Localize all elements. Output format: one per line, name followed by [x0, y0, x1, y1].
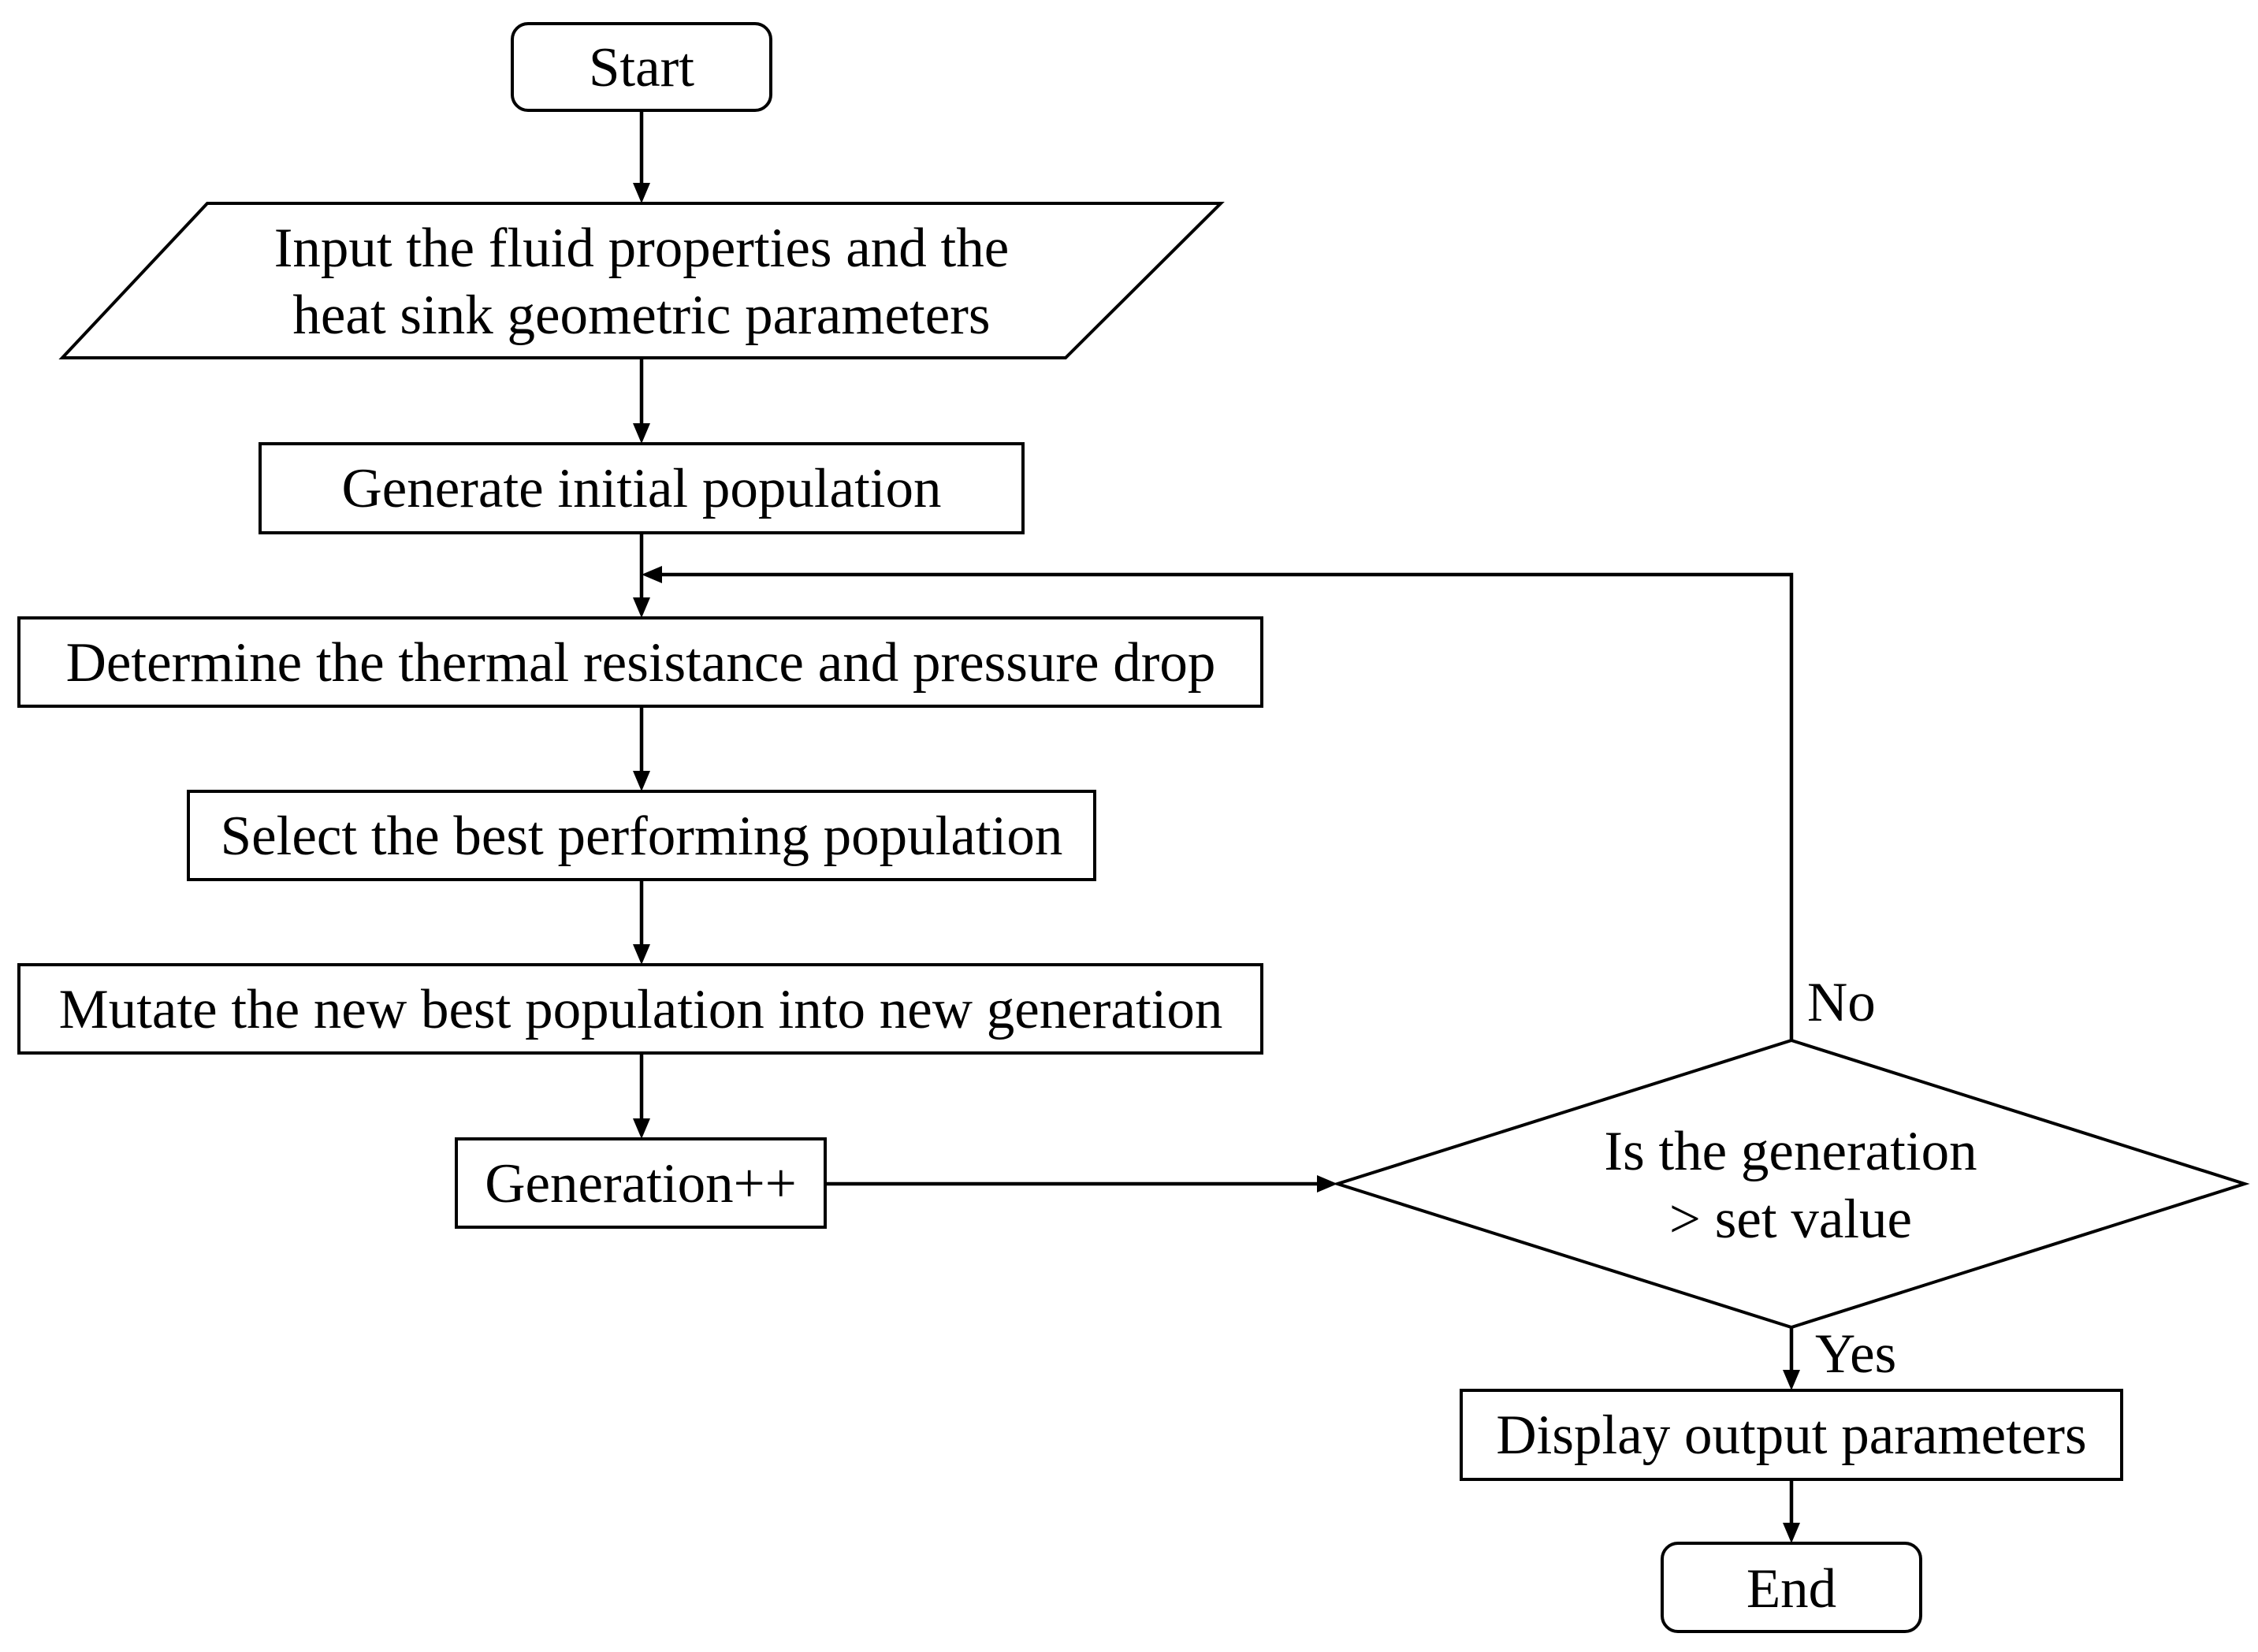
- decision-diamond-shape: [1332, 1038, 2250, 1330]
- increment-process-shape: [455, 1137, 827, 1229]
- display-process-shape: [1460, 1389, 2123, 1481]
- generate-node: Generate initial population: [259, 442, 1025, 534]
- generate-label: Generate initial population: [341, 458, 941, 519]
- input-label-line1: Input the fluid properties and the: [274, 218, 1010, 279]
- connector-select-to-mutate: [633, 880, 650, 965]
- select-process-shape: [187, 790, 1096, 881]
- arrowhead-select-to-mutate: [633, 944, 650, 965]
- connector-display-to-end: [1783, 1479, 1800, 1543]
- end-node: End: [1661, 1542, 1922, 1633]
- arrowhead-generate-to-determine: [633, 597, 650, 618]
- connector-start-to-input: [633, 110, 650, 203]
- determine-label: Determine the thermal resistance and pre…: [66, 632, 1216, 694]
- arrowhead-determine-to-select: [633, 771, 650, 791]
- connector-input-to-generate: [633, 358, 650, 444]
- mutate-node: Mutate the new best population into new …: [17, 963, 1263, 1055]
- arrowhead-display-to-end: [1783, 1523, 1800, 1543]
- decision-label-line1: Is the generation: [1604, 1121, 1977, 1182]
- decision-label-line2: > set value: [1669, 1189, 1912, 1250]
- connector-decision-no-loop: [642, 566, 1794, 1040]
- generate-process-shape: [259, 442, 1025, 534]
- arrowhead-start-to-input: [633, 183, 650, 203]
- select-label: Select the best performing population: [221, 806, 1063, 867]
- connector-decision-to-display: [1783, 1327, 1800, 1390]
- connector-generate-to-determine: [633, 533, 650, 618]
- increment-node: Generation++: [455, 1137, 827, 1229]
- connector-determine-to-select: [633, 706, 650, 791]
- end-label: End: [1747, 1558, 1836, 1620]
- select-node: Select the best performing population: [187, 790, 1096, 881]
- display-label: Display output parameters: [1496, 1405, 2086, 1466]
- input-node: Input the fluid properties and the heat …: [58, 202, 1225, 359]
- no-branch-label: No: [1807, 972, 1876, 1033]
- mutate-label: Mutate the new best population into new …: [59, 979, 1223, 1040]
- start-node: Start: [511, 22, 772, 112]
- input-label-line2: heat sink geometric parameters: [292, 285, 990, 346]
- connector-mutate-to-increment: [633, 1053, 650, 1139]
- increment-label: Generation++: [485, 1153, 797, 1215]
- yes-branch-label: Yes: [1815, 1323, 1896, 1385]
- arrowhead-no-loop: [642, 566, 662, 583]
- arrowhead-mutate-to-increment: [633, 1118, 650, 1139]
- arrowhead-increment-to-decision: [1317, 1175, 1337, 1192]
- start-label: Start: [589, 37, 694, 99]
- connector-increment-to-decision: [825, 1175, 1337, 1192]
- decision-node: Is the generation > set value: [1332, 1038, 2250, 1330]
- determine-node: Determine the thermal resistance and pre…: [17, 616, 1263, 708]
- determine-process-shape: [17, 616, 1263, 708]
- arrowhead-decision-to-display: [1783, 1370, 1800, 1390]
- input-parallelogram-shape: [58, 202, 1225, 359]
- display-node: Display output parameters: [1460, 1389, 2123, 1481]
- arrowhead-input-to-generate: [633, 423, 650, 444]
